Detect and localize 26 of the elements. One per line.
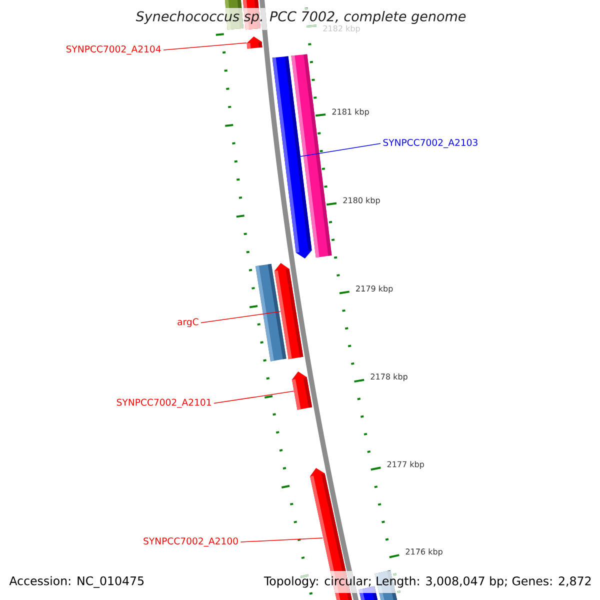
gene-bar bbox=[358, 586, 379, 600]
gene-bar bbox=[255, 264, 286, 362]
leader-line bbox=[214, 390, 294, 404]
tick-label: 2176 kbp bbox=[406, 548, 442, 556]
gene-bar bbox=[292, 372, 312, 410]
gene-label: argC bbox=[178, 318, 198, 328]
leader-line bbox=[240, 538, 323, 542]
gene-label: SYNPCC7002_A2103 bbox=[383, 138, 478, 148]
leader-line bbox=[299, 143, 381, 157]
tick-label: 2181 kbp bbox=[332, 108, 369, 116]
gene-bar bbox=[246, 36, 262, 49]
tick-label: 2182 kbp bbox=[323, 25, 360, 33]
tick-label: 2180 kbp bbox=[343, 197, 380, 205]
gene-bar bbox=[272, 56, 312, 258]
footer-text: Accession: NC_010475 bbox=[9, 576, 144, 588]
tick-label: 2179 kbp bbox=[356, 285, 393, 294]
leader-line bbox=[200, 311, 281, 324]
title: Synechococcus sp. PCC 7002, complete genome bbox=[136, 10, 466, 24]
gene-label: SYNPCC7002_A2104 bbox=[66, 45, 161, 55]
footer-text: Topology: circular; Length: 3,008,047 bp; Genes: 2,872 bbox=[264, 576, 591, 588]
leader-line bbox=[163, 42, 247, 50]
tick-label: 2177 kbp bbox=[387, 461, 424, 469]
gene-bar bbox=[242, 0, 260, 30]
tick-label: 2178 kbp bbox=[370, 373, 408, 382]
gene-label: SYNPCC7002_A2100 bbox=[144, 537, 238, 547]
gene-label: SYNPCC7002_A2101 bbox=[116, 398, 211, 408]
